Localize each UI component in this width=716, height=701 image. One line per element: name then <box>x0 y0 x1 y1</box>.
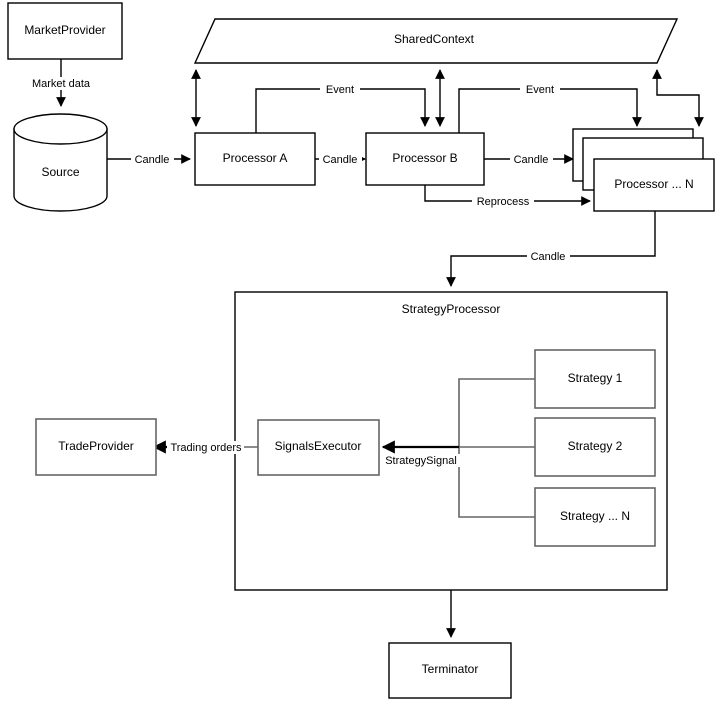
market-data-label-bg <box>25 77 97 90</box>
node-processor-b[interactable]: Processor B <box>365 132 485 186</box>
strategy-n-label: Strategy ... N <box>560 509 630 523</box>
event-b-label-bg <box>520 83 560 96</box>
node-strategy-2[interactable]: Strategy 2 <box>534 417 656 477</box>
reprocess-arrow <box>424 185 591 206</box>
edge-strategy-signal: StrategySignal <box>381 378 535 518</box>
strategy-signal-label-bg <box>383 454 461 467</box>
signals-executor-box[interactable] <box>257 419 380 476</box>
shared-context-label: SharedContext <box>394 32 475 46</box>
edge-reprocess: Reprocess <box>424 185 591 208</box>
processor-a-box[interactable] <box>194 132 316 186</box>
trading-orders-label-bg <box>167 441 244 454</box>
terminator-box[interactable] <box>388 642 512 699</box>
candle-a-label-bg <box>319 153 362 166</box>
node-shared-context[interactable]: SharedContext <box>193 18 679 64</box>
candle-n-label: Candle <box>531 251 566 263</box>
strategy-2-label: Strategy 2 <box>568 439 623 453</box>
strategy-processor-label: StrategyProcessor <box>402 302 501 316</box>
candle-a-label: Candle <box>323 154 358 166</box>
node-source[interactable]: Source <box>13 113 108 212</box>
processor-a-label: Processor A <box>223 151 288 165</box>
node-terminator[interactable]: Terminator <box>388 642 512 699</box>
processor-b-label: Processor B <box>392 151 457 165</box>
candle-n-label-bg <box>527 250 570 263</box>
reprocess-label-bg <box>472 195 534 208</box>
shared-context-parallelogram[interactable] <box>193 18 679 64</box>
edge-trading-orders: Trading orders <box>152 440 258 454</box>
candle-source-label-bg <box>131 153 174 166</box>
shared-context-n-connector <box>652 69 704 127</box>
source-cylinder-body[interactable] <box>13 128 108 212</box>
terminator-label: Terminator <box>422 662 479 676</box>
reprocess-label: Reprocess <box>477 196 530 208</box>
edge-candle-b-to-n: Candle <box>484 153 574 166</box>
strategy-signal-label: StrategySignal <box>385 455 457 467</box>
node-strategy-n[interactable]: Strategy ... N <box>534 487 656 547</box>
strategy-1-box[interactable] <box>534 349 656 409</box>
processor-n-label: Processor ... N <box>614 177 693 191</box>
node-signals-executor[interactable]: SignalsExecutor <box>257 419 380 476</box>
edge-shared-context-processor-n <box>652 69 704 127</box>
strategy-2-box[interactable] <box>534 417 656 477</box>
event-a-label-bg <box>320 83 360 96</box>
edge-candle-source-to-a: Candle <box>107 153 191 166</box>
source-cylinder-top <box>13 113 108 145</box>
node-trade-provider[interactable]: TradeProvider <box>35 418 157 476</box>
market-provider-label: MarketProvider <box>24 23 105 37</box>
node-strategy-1[interactable]: Strategy 1 <box>534 349 656 409</box>
event-b-label: Event <box>526 84 554 96</box>
signals-executor-label: SignalsExecutor <box>275 439 362 453</box>
edge-event-a: Event <box>255 83 430 133</box>
candle-b-label-bg <box>510 153 553 166</box>
trading-orders-label: Trading orders <box>170 442 242 454</box>
market-provider-box[interactable] <box>7 2 123 60</box>
market-data-label: Market data <box>32 78 91 90</box>
edge-market-data: Market data <box>25 59 97 107</box>
event-a-label: Event <box>326 84 354 96</box>
candle-n-arrow <box>446 211 656 287</box>
strategy-n-box[interactable] <box>534 487 656 547</box>
processor-n-box-front[interactable] <box>593 158 715 212</box>
edge-event-b: Event <box>458 83 642 133</box>
candle-b-label: Candle <box>514 154 549 166</box>
strategy-1-label: Strategy 1 <box>568 371 623 385</box>
trade-provider-box[interactable] <box>35 418 157 476</box>
node-market-provider[interactable]: MarketProvider <box>7 2 123 60</box>
edge-candle-n-to-strategy: Candle <box>446 211 656 287</box>
trade-provider-label: TradeProvider <box>58 439 134 453</box>
node-processor-a[interactable]: Processor A <box>194 132 316 186</box>
candle-source-label: Candle <box>135 154 170 166</box>
edge-candle-a-to-b: Candle <box>315 153 366 166</box>
source-label: Source <box>41 165 79 179</box>
node-processor-n[interactable]: Processor ... N <box>572 128 715 212</box>
